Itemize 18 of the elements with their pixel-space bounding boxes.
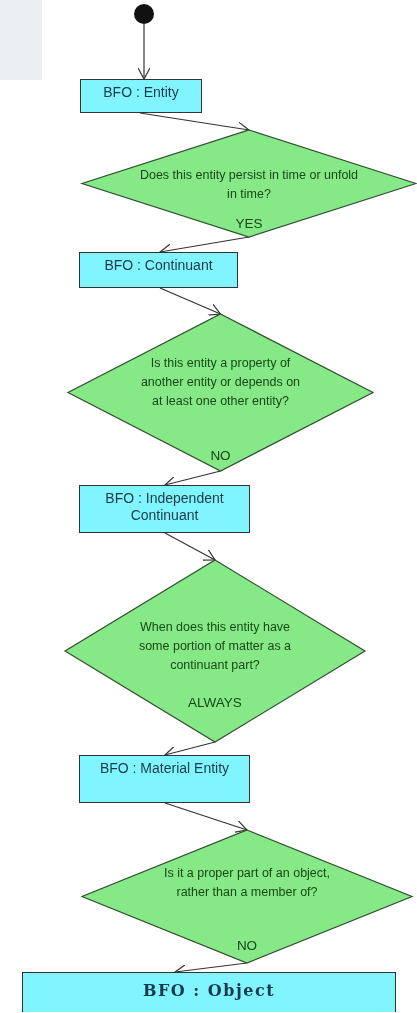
question-text: Is it a proper part of an object, rather than a member of?	[162, 865, 332, 901]
arrow	[164, 802, 248, 833]
class-box: BFO : Independent Continuant	[79, 485, 250, 533]
question-text: Does this entity persist in time or unfold in time?	[139, 167, 359, 203]
arrow	[164, 532, 216, 561]
class-box: BFO : Entity	[80, 79, 202, 113]
start-node	[134, 4, 154, 24]
answer-text: ALWAYS	[188, 695, 242, 710]
question-text: When does this entity have some portion of matter as a continuant part?	[137, 619, 293, 674]
answer-text: NO	[210, 448, 231, 463]
class-box: BFO : Object	[22, 972, 396, 1012]
class-box: BFO : Material Entity	[79, 755, 250, 803]
answer-text: NO	[236, 938, 258, 953]
question-text: Is this entity a property of another entity or depends on at least one other entity?	[139, 355, 302, 410]
arrow	[137, 23, 151, 80]
class-box: BFO : Continuant	[79, 252, 238, 288]
arrow	[159, 287, 222, 316]
answer-text: YES	[235, 216, 263, 231]
